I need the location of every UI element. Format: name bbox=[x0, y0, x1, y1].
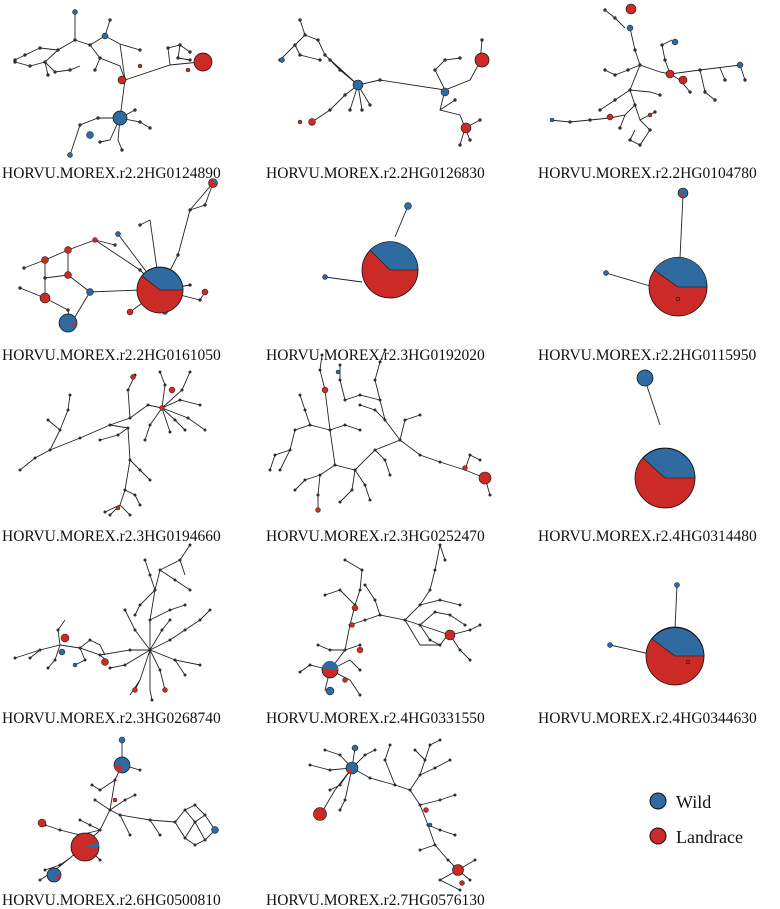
network-label: HORVU.MOREX.r2.6HG0500810 bbox=[2, 892, 221, 909]
network-panel-6: HORVU.MOREX.r2.2HG0115950 bbox=[538, 187, 756, 364]
network-label: HORVU.MOREX.r2.2HG0115950 bbox=[538, 347, 756, 364]
network-panel-13: HORVU.MOREX.r2.6HG0500810 bbox=[2, 736, 221, 909]
network-label: HORVU.MOREX.r2.2HG0126830 bbox=[266, 165, 485, 182]
network-label: HORVU.MOREX.r2.3HG0268740 bbox=[2, 710, 221, 727]
network-label: HORVU.MOREX.r2.3HG0194660 bbox=[2, 528, 221, 545]
legend-label: Wild bbox=[676, 792, 711, 812]
network-label: HORVU.MOREX.r2.2HG0161050 bbox=[2, 347, 221, 364]
legend-label: Landrace bbox=[676, 827, 743, 847]
legend-item-landrace: Landrace bbox=[649, 827, 743, 847]
network-label: HORVU.MOREX.r2.3HG0252470 bbox=[266, 528, 485, 545]
network-panel-10: HORVU.MOREX.r2.3HG0268740 bbox=[2, 543, 221, 727]
network-panel-7: HORVU.MOREX.r2.3HG0194660 bbox=[2, 370, 221, 545]
legend-swatch-landrace bbox=[649, 827, 667, 845]
network-panel-1: HORVU.MOREX.r2.2HG0124890 bbox=[2, 9, 221, 182]
network-label: HORVU.MOREX.r2.4HG0314480 bbox=[538, 528, 757, 545]
legend-swatch-wild bbox=[649, 792, 667, 810]
network-label: HORVU.MOREX.r2.2HG0124890 bbox=[2, 165, 221, 182]
network-label: HORVU.MOREX.r2.2HG0104780 bbox=[538, 165, 757, 182]
network-panel-9: HORVU.MOREX.r2.4HG0314480 bbox=[538, 369, 757, 545]
network-panel-4: HORVU.MOREX.r2.2HG0161050 bbox=[2, 178, 221, 364]
network-label: HORVU.MOREX.r2.3HG0192020 bbox=[266, 347, 485, 364]
network-label: HORVU.MOREX.r2.7HG0576130 bbox=[266, 892, 485, 909]
network-panel-12: HORVU.MOREX.r2.4HG0344630 bbox=[538, 582, 757, 727]
legend: Wild Landrace bbox=[649, 792, 743, 847]
network-label: HORVU.MOREX.r2.4HG0331550 bbox=[266, 710, 485, 727]
network-panel-11: HORVU.MOREX.r2.4HG0331550 bbox=[266, 543, 485, 727]
network-panel-8: HORVU.MOREX.r2.3HG0252470 bbox=[266, 348, 492, 545]
network-panel-2: HORVU.MOREX.r2.2HG0126830 bbox=[266, 18, 490, 182]
network-label: HORVU.MOREX.r2.4HG0344630 bbox=[538, 710, 757, 727]
network-panel-3: HORVU.MOREX.r2.2HG0104780 bbox=[538, 3, 757, 182]
legend-item-wild: Wild bbox=[649, 792, 711, 812]
network-panel-5: HORVU.MOREX.r2.3HG0192020 bbox=[266, 202, 485, 364]
network-panel-14: HORVU.MOREX.r2.7HG0576130 bbox=[266, 738, 485, 909]
